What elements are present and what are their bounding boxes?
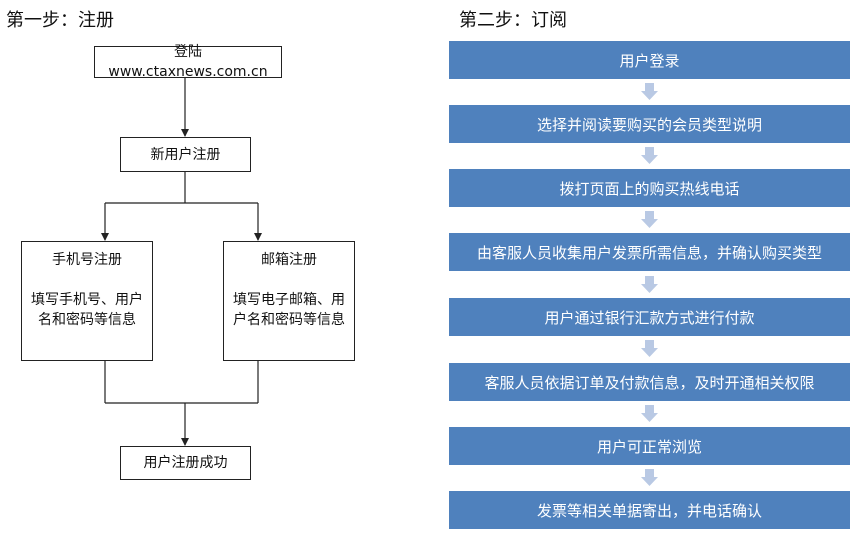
step-6: 客服人员依据订单及付款信息，及时开通相关权限 xyxy=(449,363,850,401)
down-arrow-icon xyxy=(641,469,658,486)
down-arrow-icon xyxy=(641,147,658,164)
down-arrow-icon xyxy=(641,405,658,422)
email-registration-box: 邮箱注册 填写电子邮箱、用户名和密码等信息 xyxy=(223,241,355,361)
phone-registration-box: 手机号注册 填写手机号、用户名和密码等信息 xyxy=(21,241,153,361)
step-1: 用户登录 xyxy=(449,41,850,79)
step-5: 用户通过银行汇款方式进行付款 xyxy=(449,298,850,336)
step-4: 由客服人员收集用户发票所需信息，并确认购买类型 xyxy=(449,233,850,271)
registration-connectors xyxy=(101,78,262,446)
registration-success-box: 用户注册成功 xyxy=(120,446,251,480)
step-7: 用户可正常浏览 xyxy=(449,427,850,465)
step-2: 选择并阅读要购买的会员类型说明 xyxy=(449,105,850,143)
down-arrow-icon xyxy=(641,276,658,293)
phone-registration-heading: 手机号注册 xyxy=(52,252,122,268)
login-box: 登陆 www.ctaxnews.com.cn xyxy=(94,44,282,80)
down-arrow-icon xyxy=(641,83,658,100)
email-registration-body: 填写电子邮箱、用户名和密码等信息 xyxy=(233,292,345,328)
step-3: 拨打页面上的购买热线电话 xyxy=(449,169,850,207)
email-registration-heading: 邮箱注册 xyxy=(261,252,317,268)
new-user-box: 新用户注册 xyxy=(120,137,251,172)
registration-title: 第一步：注册 xyxy=(6,10,114,31)
phone-registration-body: 填写手机号、用户名和密码等信息 xyxy=(31,292,143,328)
down-arrow-icon xyxy=(641,340,658,357)
subscription-title: 第二步：订阅 xyxy=(459,10,567,31)
down-arrow-icon xyxy=(641,211,658,228)
step-8: 发票等相关单据寄出，并电话确认 xyxy=(449,491,850,529)
